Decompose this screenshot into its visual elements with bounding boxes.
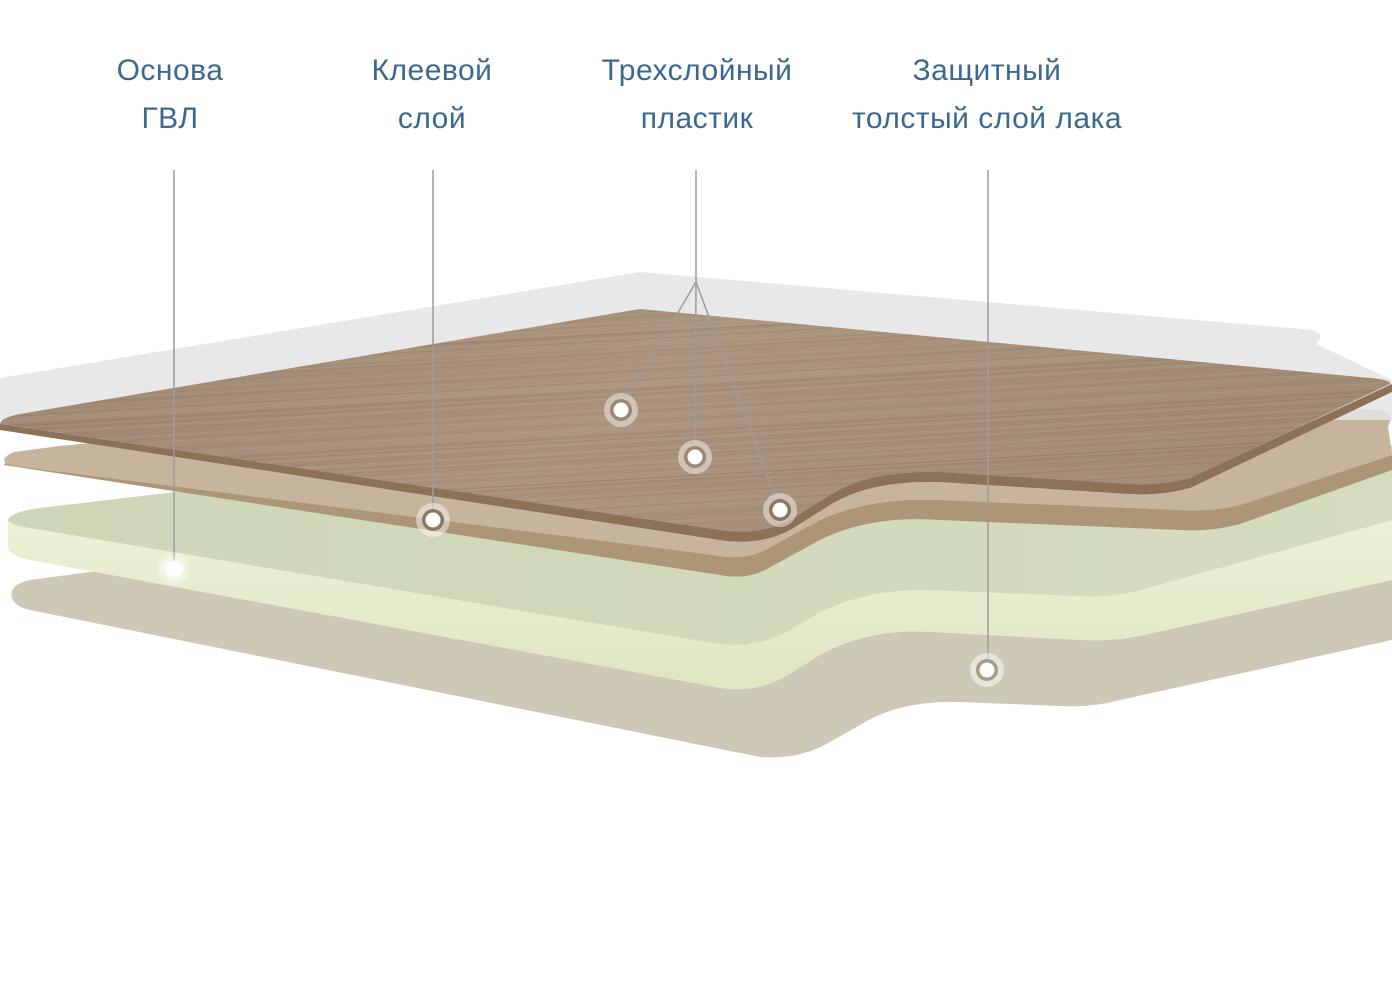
- wood-grain-line: [0, 378, 1391, 461]
- glue-layer-edge: [4, 455, 1392, 577]
- wood-grain-line: [0, 463, 1391, 532]
- wood-grain-line: [0, 464, 1391, 532]
- wood-grain-line: [0, 359, 1391, 443]
- label-base: Основа ГВЛ: [117, 47, 224, 143]
- wood-grain-line: [0, 374, 1391, 458]
- wood-grain-line: [0, 381, 1391, 465]
- wood-grain-line: [0, 356, 1391, 440]
- leader-line-plastic-c: [695, 281, 781, 510]
- marker-base[interactable]: [157, 552, 191, 586]
- label-base-line2: ГВЛ: [141, 102, 199, 135]
- label-plastic: Трехслойный пластик: [602, 47, 793, 143]
- label-glue: Клеевой слой: [372, 47, 493, 143]
- wood-grain-line: [0, 361, 1391, 445]
- wood-grain-line: [0, 468, 1391, 532]
- wood-grain-line: [0, 345, 1391, 429]
- label-glue-line1: Клеевой: [371, 54, 493, 87]
- marker-plastic-c[interactable]: [763, 493, 797, 527]
- wood-grain-line: [0, 385, 1391, 468]
- wood-grain-line: [0, 363, 1391, 446]
- wood-grain-line: [0, 386, 1391, 470]
- wood-grain-line: [0, 350, 1391, 434]
- wood-grain-line: [0, 364, 1391, 448]
- wood-grain-line: [0, 383, 1391, 467]
- wood-grain-line: [0, 371, 1391, 455]
- label-plastic-line2: пластик: [640, 102, 754, 135]
- marker-lacquer[interactable]: [970, 653, 1004, 687]
- wood-grain-line: [0, 349, 1391, 433]
- marker-glue[interactable]: [416, 503, 450, 537]
- marker-plastic-b[interactable]: [678, 440, 712, 474]
- label-base-line1: Основа: [116, 54, 224, 87]
- wood-grain-line: [0, 368, 1391, 451]
- label-lacquer-line1: Защитный: [912, 54, 1062, 87]
- gvl-layer-edge: [8, 520, 1392, 690]
- leader-line-plastic-a: [620, 281, 697, 410]
- label-plastic-line1: Трехслойный: [601, 54, 793, 87]
- wood-grain-line: [0, 366, 1391, 450]
- wood-grain-line: [0, 373, 1391, 456]
- wood-grain-line: [0, 466, 1391, 532]
- markers: [157, 393, 1004, 687]
- label-lacquer-line2: толстый слой лака: [851, 102, 1123, 135]
- wood-grain-line: [0, 352, 1391, 436]
- wood-grain-line: [0, 354, 1391, 438]
- wood-grain-line: [0, 369, 1391, 453]
- label-lacquer: Защитный толстый слой лака: [852, 47, 1122, 143]
- marker-plastic-a[interactable]: [604, 393, 638, 427]
- leader-lines: [173, 170, 989, 669]
- wood-grain-line: [0, 357, 1391, 441]
- wood-grain-line: [0, 376, 1391, 460]
- leader-line-plastic-b: [694, 281, 697, 457]
- wood-grain-line: [0, 347, 1391, 431]
- wood-grain-line: [0, 379, 1391, 463]
- label-glue-line2: слой: [397, 102, 467, 135]
